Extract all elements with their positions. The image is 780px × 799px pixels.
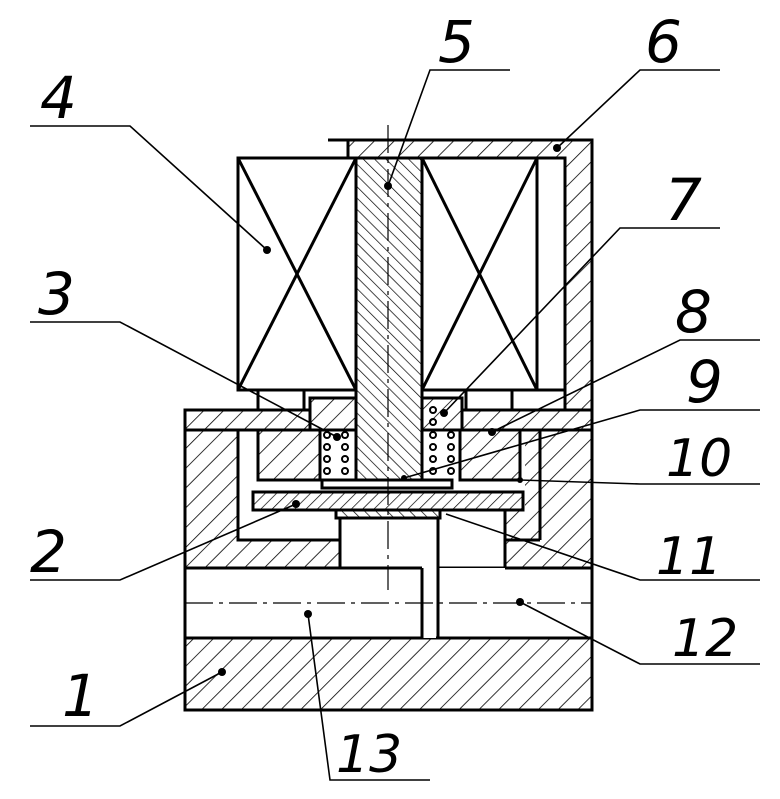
callout-7: 7 — [665, 166, 702, 234]
callout-4: 4 — [40, 64, 77, 132]
plunger-5 — [356, 158, 422, 480]
armature-10 — [322, 480, 452, 488]
leader-6 — [557, 70, 720, 148]
callout-5: 5 — [438, 8, 475, 76]
stop-right-8 — [460, 430, 520, 480]
callout-10: 10 — [666, 429, 732, 489]
callout-1: 1 — [62, 662, 99, 730]
callout-13: 13 — [336, 725, 402, 785]
stop-left-3 — [258, 430, 320, 480]
callout-6: 6 — [645, 8, 682, 76]
callout-9: 9 — [686, 348, 723, 416]
leader-4 — [30, 126, 267, 250]
callout-8: 8 — [675, 278, 712, 346]
callout-2: 2 — [30, 518, 67, 586]
callout-3: 3 — [38, 260, 75, 328]
callout-11: 11 — [656, 527, 722, 587]
callout-12: 12 — [672, 609, 738, 669]
